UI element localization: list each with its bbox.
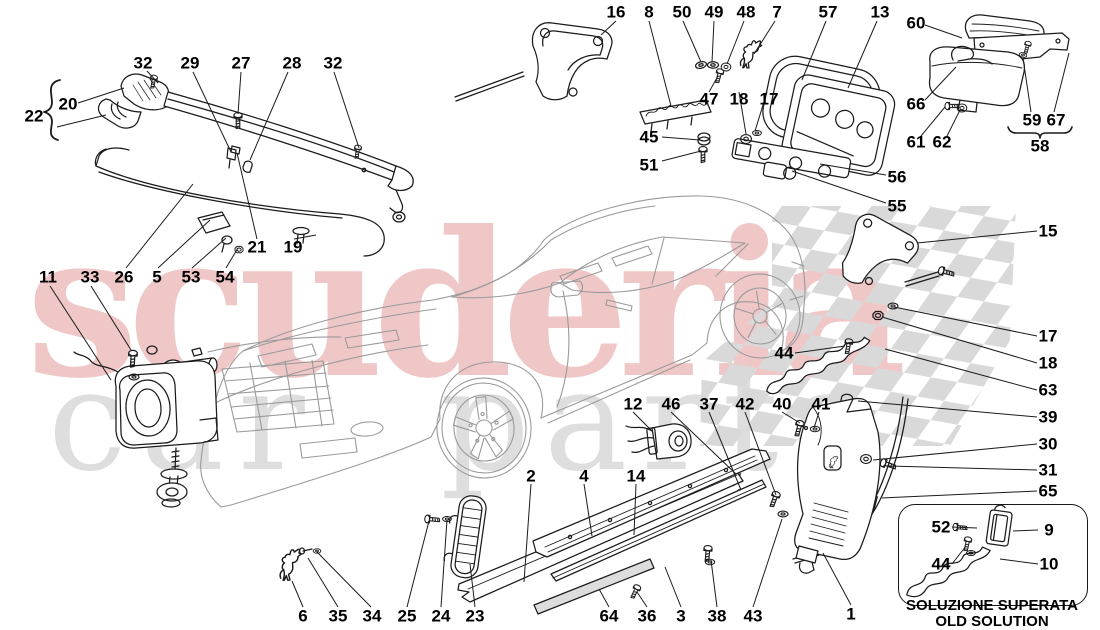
part-number-label: 35: [328, 606, 348, 626]
part-number-label: 62: [932, 132, 952, 152]
part-number-label: 32: [323, 53, 343, 73]
brace-58: [1007, 126, 1073, 139]
part-number-label: 48: [736, 2, 756, 22]
side-marker-lamp-12: [625, 423, 692, 460]
part-number-label: 26: [114, 267, 134, 287]
part-number-label: 44: [774, 343, 794, 363]
part-number-label: 8: [644, 2, 654, 22]
old-solution-box: [898, 504, 1088, 606]
part-number-label: 7: [772, 2, 782, 22]
part-number-label: 39: [1038, 407, 1058, 427]
part-number-label: 60: [906, 13, 926, 33]
part-number-label: 25: [397, 606, 417, 626]
front-script-badge-8: [639, 39, 763, 164]
part-number-label: 45: [639, 127, 659, 147]
part-number-label: 21: [247, 237, 267, 257]
note-line-2: OLD SOLUTION: [935, 613, 1049, 630]
part-number-label: 50: [672, 2, 692, 22]
part-number-label: 57: [818, 2, 838, 22]
part-number-label: 16: [606, 2, 626, 22]
old-solution-parts: [906, 504, 1013, 598]
sill-trim-strips: [457, 448, 771, 615]
part-number-label: 24: [431, 606, 451, 626]
part-number-label: 14: [626, 466, 646, 486]
part-number-label: 36: [637, 606, 657, 626]
part-number-label: 63: [1038, 380, 1058, 400]
part-number-label: 49: [704, 2, 724, 22]
part-number-label: 37: [699, 394, 719, 414]
part-number-label: 38: [707, 606, 727, 626]
part-number-label: 22: [24, 106, 44, 126]
part-number-label: 6: [298, 606, 308, 626]
part-number-label: 46: [661, 394, 681, 414]
part-number-label: 64: [599, 606, 619, 626]
part-number-label: 42: [735, 394, 755, 414]
part-number-label: 52: [931, 517, 951, 537]
part-number-label: 58: [1030, 136, 1050, 156]
part-number-label: 2: [526, 466, 536, 486]
part-number-label: 31: [1038, 460, 1058, 480]
vent-grille-23: [423, 495, 487, 579]
part-number-label: 23: [465, 606, 485, 626]
fog-lamp-assembly: [73, 345, 219, 508]
part-number-label: 44: [931, 554, 951, 574]
front-bracket-16: [454, 22, 613, 102]
part-number-label: 66: [906, 94, 926, 114]
leader-lines: [49, 20, 1070, 608]
horse-emblem-6: [278, 547, 322, 582]
part-number-label: 61: [906, 132, 926, 152]
part-number-label: 12: [623, 394, 643, 414]
part-number-label: 17: [1038, 326, 1058, 346]
part-number-label: 51: [639, 155, 659, 175]
part-number-label: 28: [282, 53, 302, 73]
brace-22: [43, 79, 61, 141]
note-line-1: SOLUZIONE SUPERATA: [906, 597, 1078, 614]
part-number-label: 13: [870, 2, 890, 22]
windshield-cowl-assembly: [94, 73, 414, 257]
part-number-label: 56: [887, 167, 907, 187]
part-number-label: 43: [743, 606, 763, 626]
part-number-label: 33: [80, 267, 100, 287]
part-number-label: 67: [1046, 110, 1066, 130]
quarter-trim-panel-1: [727, 396, 909, 574]
part-number-label: 40: [772, 394, 792, 414]
part-number-label: 65: [1038, 481, 1058, 501]
part-number-label: 17: [759, 89, 779, 109]
part-number-label: 41: [811, 394, 831, 414]
part-number-label: 54: [215, 267, 235, 287]
car-illustration: [200, 195, 806, 508]
part-number-label: 29: [180, 53, 200, 73]
part-number-label: 18: [729, 89, 749, 109]
part-number-label: 15: [1038, 221, 1058, 241]
part-number-label: 20: [58, 94, 78, 114]
part-number-label: 32: [133, 53, 153, 73]
part-number-label: 27: [231, 53, 251, 73]
part-number-label: 11: [39, 267, 57, 287]
part-number-label: 1: [846, 604, 856, 624]
part-number-label: 30: [1038, 434, 1058, 454]
taillight-assembly: [713, 55, 896, 180]
part-number-label: 9: [1044, 520, 1054, 540]
third-brake-light-assembly: [928, 14, 1073, 139]
rear-bracket-15: [841, 213, 956, 321]
part-number-label: 47: [699, 89, 719, 109]
part-number-label: 53: [181, 267, 201, 287]
part-number-label: 4: [579, 466, 589, 486]
part-number-label: 5: [152, 267, 162, 287]
part-number-label: 19: [283, 237, 303, 257]
part-number-label: 59: [1022, 110, 1042, 130]
part-number-label: 10: [1039, 554, 1059, 574]
part-number-label: 55: [887, 196, 907, 216]
part-number-label: 18: [1038, 353, 1058, 373]
part-number-label: 3: [676, 606, 686, 626]
part-number-label: 34: [362, 606, 382, 626]
